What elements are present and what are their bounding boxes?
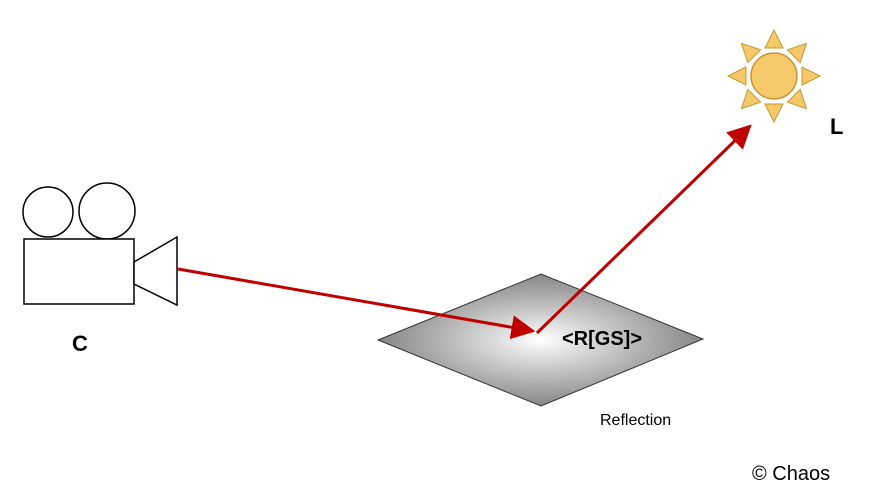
sun-ray (726, 66, 747, 86)
sun-ray (764, 28, 784, 49)
sun-ray (740, 88, 762, 110)
sun-ray (801, 66, 822, 86)
reflection-surface (376, 273, 705, 407)
surface-label: <R[GS]> (562, 328, 642, 350)
sun-ray (764, 103, 784, 124)
surface-caption: Reflection (600, 412, 671, 429)
sun-ray (740, 42, 762, 64)
camera-icon (22, 182, 178, 307)
light-label: L (830, 114, 843, 139)
sun-ray (786, 42, 808, 64)
copyright-notice: © Chaos (752, 463, 830, 485)
camera-label: C (72, 331, 88, 356)
sun-ray (786, 88, 808, 110)
incident-ray (177, 267, 536, 340)
sun-icon (726, 28, 822, 124)
reflected-ray (535, 124, 752, 335)
